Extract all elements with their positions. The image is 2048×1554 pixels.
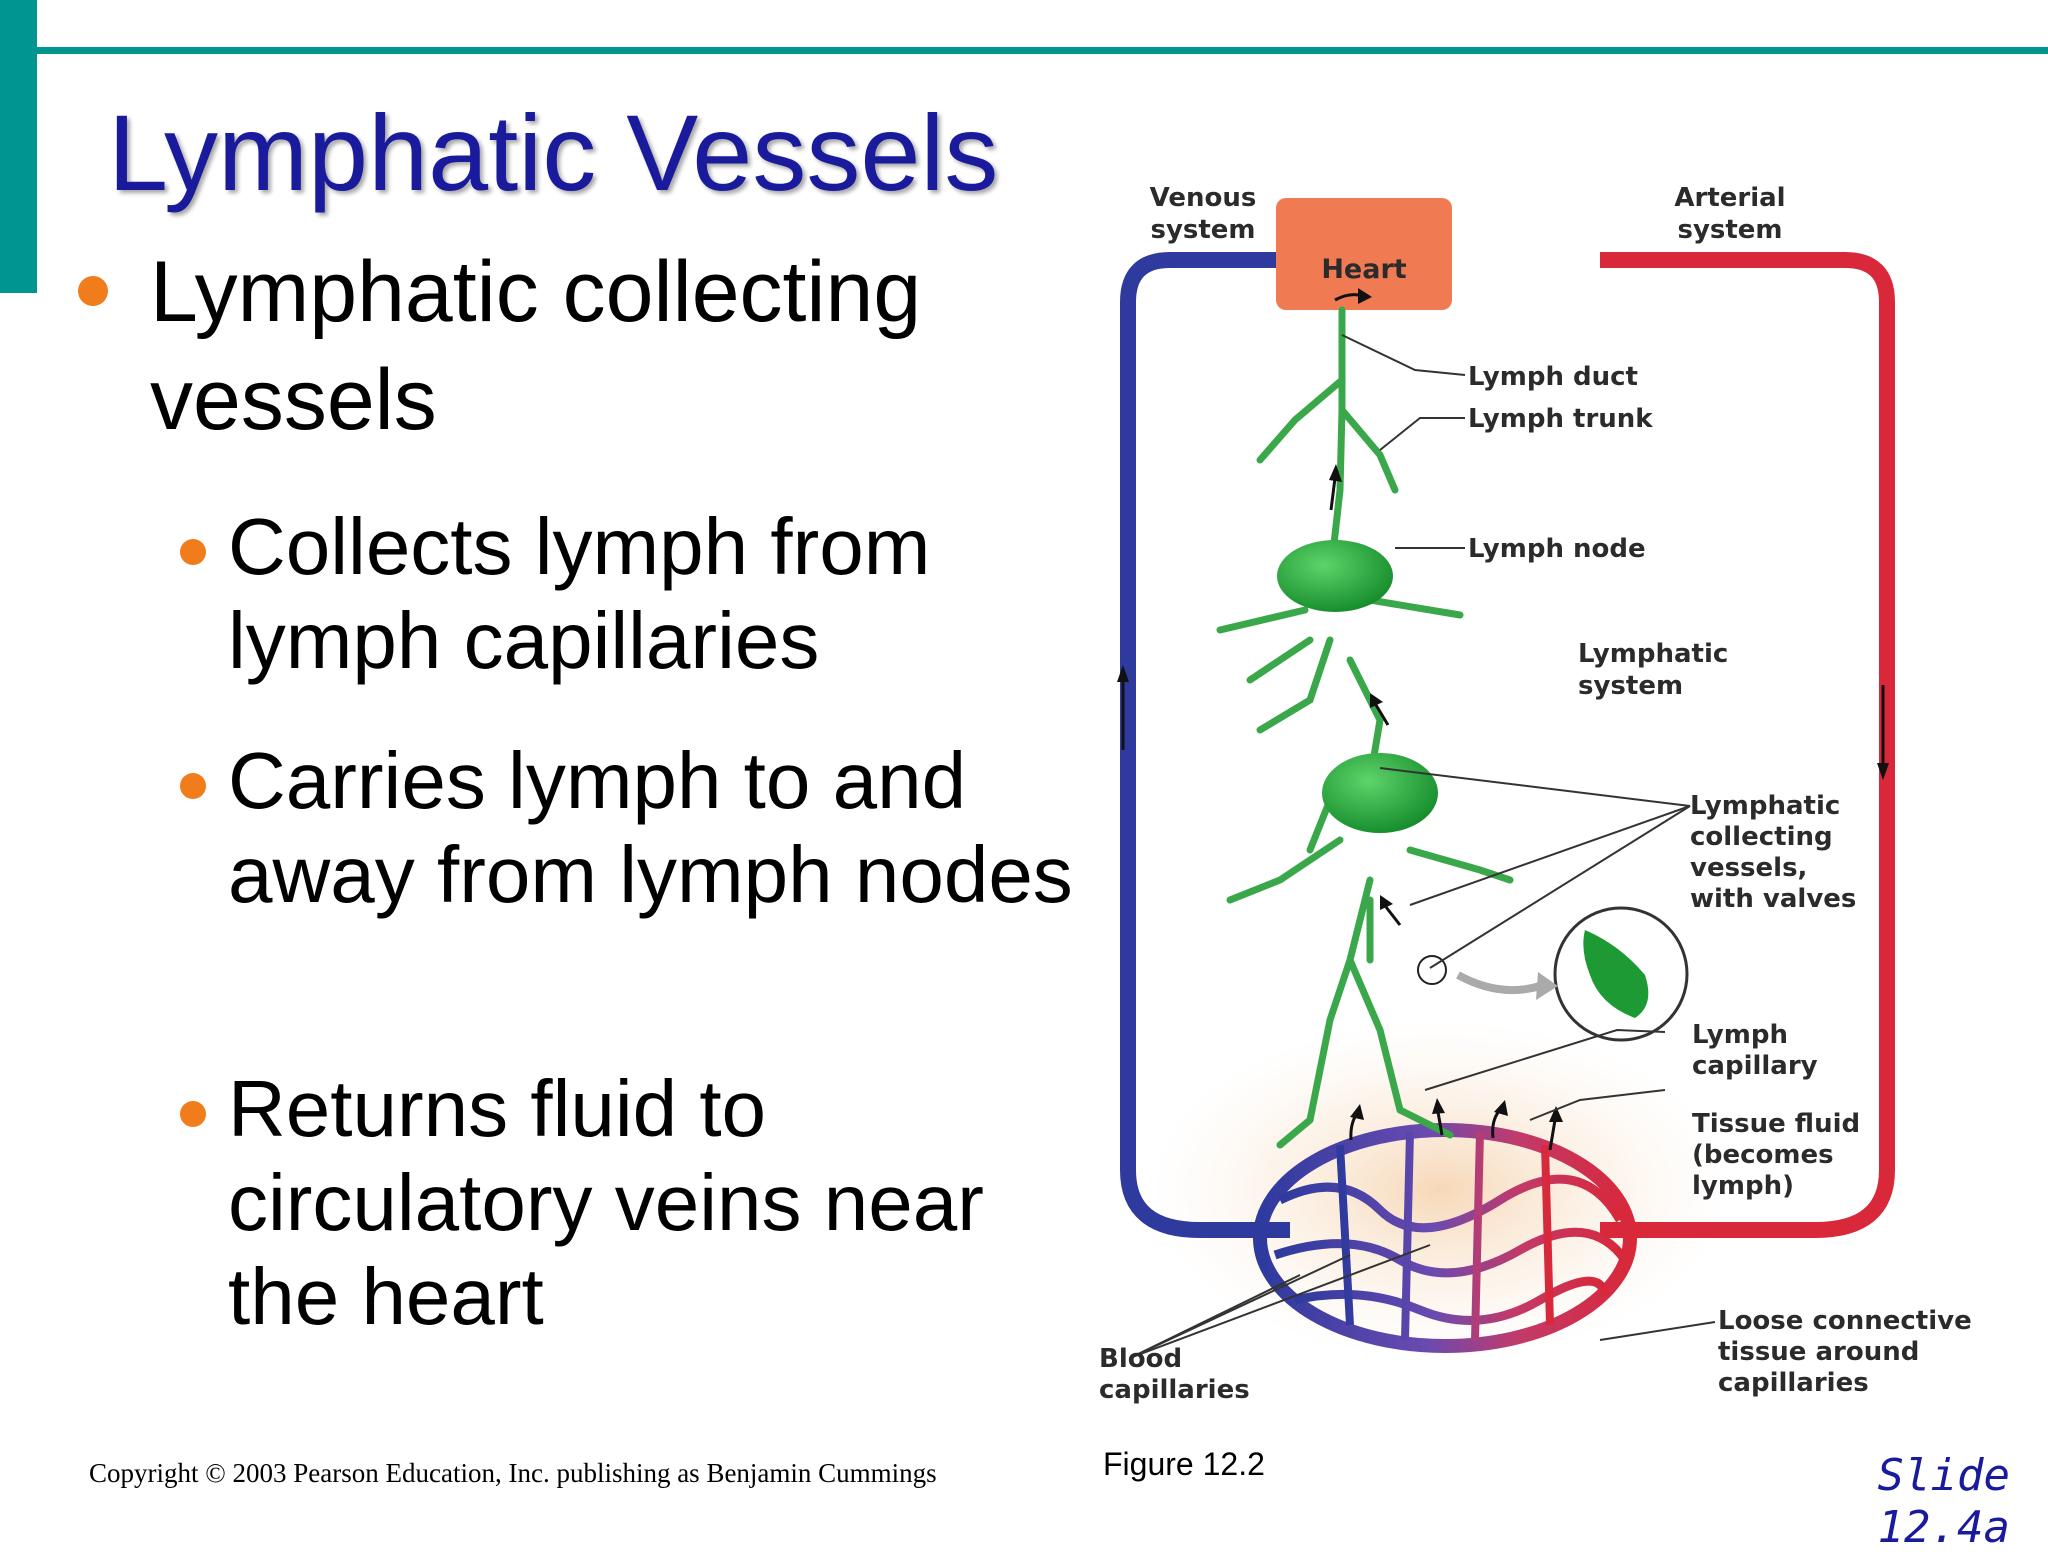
blood-capillaries-label-line1: Blood — [1099, 1344, 1182, 1374]
lymph-node-lower — [1322, 753, 1438, 833]
tissue-flow-arrow-icon — [1548, 1119, 1557, 1151]
lymph-capillary-label-line1: Lymph — [1692, 1020, 1788, 1050]
bullet-dot-icon — [78, 276, 108, 306]
heart-label: Heart — [1321, 254, 1406, 285]
lymph-trunk-label: Lymph trunk — [1468, 404, 1653, 434]
lymphatic-system-label-line2: system — [1578, 671, 1683, 701]
collecting-vessels-label-line1: Lymphatic — [1690, 791, 1840, 821]
accent-bar-left — [0, 0, 37, 293]
bullet-dot-icon — [180, 539, 206, 565]
figure-label: Figure 12.2 — [1103, 1446, 1265, 1482]
venous-label-line2: system — [1150, 215, 1255, 245]
tissue-fluid-label-line1: Tissue fluid — [1692, 1109, 1860, 1139]
blood-capillaries-label-line2: capillaries — [1099, 1375, 1250, 1405]
loose-tissue-label-line2: tissue around — [1718, 1337, 1919, 1367]
heart-shape — [1276, 198, 1452, 310]
tissue-flow-arrow-icon — [1436, 1111, 1444, 1136]
zoom-arrow-icon — [1456, 971, 1542, 995]
valve-marker — [1417, 955, 1447, 985]
loose-tissue-label-line1: Loose connective — [1718, 1306, 1972, 1336]
collecting-vessels-label-line2: collecting — [1690, 822, 1833, 852]
bullet-dot-icon — [180, 1101, 206, 1127]
flow-arrows — [1121, 293, 1885, 1151]
lymph-flow-arrow-icon — [1384, 906, 1402, 926]
collecting-vessels-label-line3: vessels, — [1690, 853, 1807, 883]
copyright-notice: Copyright © 2003 Pearson Education, Inc.… — [89, 1458, 937, 1488]
arterial-vessel — [1600, 252, 1895, 1238]
arterial-label-line2: system — [1677, 215, 1782, 245]
sub-bullet-text: Carries lymph to and away from lymph nod… — [228, 736, 1073, 919]
lymph-duct-label: Lymph duct — [1468, 362, 1638, 392]
valve-zoom-icon — [1583, 930, 1649, 1018]
lymph-flow-arrow-icon — [1329, 477, 1337, 511]
zoom-arrowhead-icon — [1536, 972, 1558, 1000]
loose-tissue-shape — [1150, 1020, 1730, 1360]
lymph-capillary-label-line2: capillary — [1692, 1051, 1818, 1081]
lymphatic-system-label-line1: Lymphatic — [1578, 639, 1728, 669]
arterial-label-line1: Arterial — [1674, 183, 1785, 213]
lymph-flow-arrow-icon — [1374, 704, 1390, 726]
lymphatic-system-diagram: Heart — [1099, 183, 1972, 1405]
tissue-fluid-label-line2: (becomes — [1692, 1140, 1834, 1170]
sub-bullet-text: Returns fluid to circulatory veins near … — [228, 1064, 984, 1341]
venous-vessel — [1120, 252, 1290, 1238]
bullet-dot-icon — [180, 773, 206, 799]
tissue-fluid-label-line3: lymph) — [1692, 1171, 1794, 1201]
slide-title: Lymphatic Vessels — [108, 92, 999, 213]
sub-bullet-text: Collects lymph from lymph capillaries — [228, 502, 931, 685]
flow-arrowheads — [1117, 288, 1889, 1122]
accent-bar-top — [37, 47, 2048, 54]
slide-number: Slide 12.4a — [1877, 1450, 2010, 1553]
main-bullet-text: Lymphatic collecting vessels — [150, 244, 922, 448]
leader-lines — [1129, 334, 1716, 1359]
loose-tissue-label-line3: capillaries — [1718, 1368, 1869, 1398]
lymph-node-upper — [1277, 540, 1393, 612]
lymph-node-label: Lymph node — [1468, 534, 1646, 564]
collecting-vessels-label-line4: with valves — [1690, 884, 1856, 914]
venous-label-line1: Venous — [1150, 183, 1257, 213]
lymphatic-vessel-tree — [1216, 306, 1514, 1149]
